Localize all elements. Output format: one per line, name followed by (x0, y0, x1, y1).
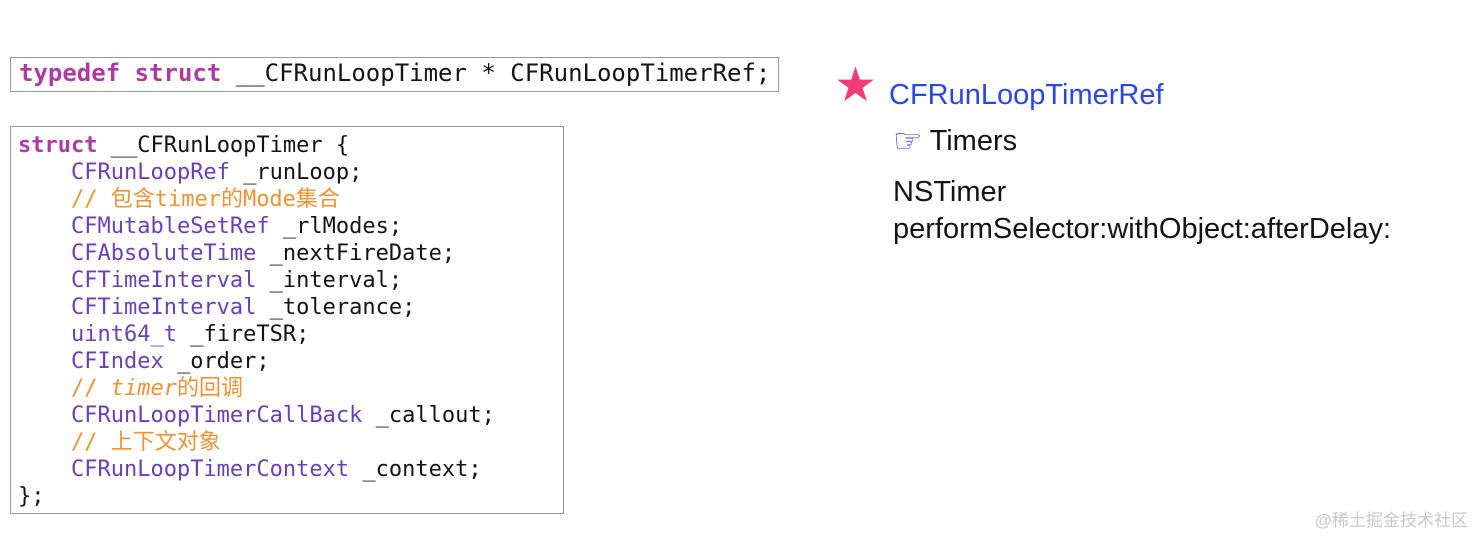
code-token-plain (18, 187, 71, 212)
code-line: CFTimeInterval _tolerance; (18, 294, 563, 321)
code-token-plain (18, 268, 71, 293)
code-token-plain: _nextFireDate; (256, 241, 456, 266)
code-line: uint64_t _fireTSR; (18, 321, 563, 348)
code-line: CFMutableSetRef _rlModes; (18, 213, 563, 240)
code-token-plain (18, 430, 71, 455)
code-token-plain: _rlModes; (269, 214, 403, 239)
code-line: CFIndex _order; (18, 348, 563, 375)
code-token-plain: __CFRunLoopTimer * CFRunLoopTimerRef; (221, 59, 771, 87)
annotation-note: NSTimer performSelector:withObject:after… (893, 174, 1391, 248)
code-token-keyword: struct (18, 133, 98, 158)
annotation-title: CFRunLoopTimerRef (889, 79, 1164, 111)
code-token-plain: _callout; (362, 403, 495, 428)
code-token-type: CFRunLoopRef (70, 160, 230, 185)
code-token-type: CFMutableSetRef (70, 214, 270, 239)
code-line: // 包含timer的Mode集合 (18, 186, 563, 213)
code-token-plain (18, 295, 71, 320)
typedef-code-box: typedef struct __CFRunLoopTimer * CFRunL… (10, 57, 779, 92)
code-token-type: CFTimeInterval (70, 268, 257, 293)
code-token-plain: __CFRunLoopTimer { (97, 133, 350, 158)
code-token-plain (18, 349, 71, 374)
code-token-type: CFRunLoopTimerCallBack (70, 403, 363, 428)
code-token-comment-italic: timer (110, 376, 177, 401)
watermark: @稀土掘金技术社区 (1314, 511, 1468, 530)
code-line: }; (18, 483, 563, 510)
code-token-plain (18, 214, 71, 239)
code-token-plain: _interval; (256, 268, 403, 293)
code-token-plain (18, 403, 71, 428)
code-line: CFRunLoopTimerCallBack _callout; (18, 402, 563, 429)
code-token-type: CFTimeInterval (70, 295, 257, 320)
code-line: typedef struct __CFRunLoopTimer * CFRunL… (19, 58, 778, 89)
code-token-plain (18, 457, 71, 482)
code-token-type: CFAbsoluteTime (70, 241, 257, 266)
code-token-plain (18, 376, 71, 401)
pointing-hand-icon: ☞ (893, 122, 923, 159)
note-line-2: performSelector:withObject:afterDelay: (893, 213, 1392, 245)
code-line: CFRunLoopRef _runLoop; (18, 159, 563, 186)
code-token-plain: _runLoop; (229, 160, 363, 185)
annotation-subtitle: Timers (929, 125, 1018, 157)
code-line: CFTimeInterval _interval; (18, 267, 563, 294)
code-line: CFRunLoopTimerContext _context; (18, 456, 563, 483)
code-token-plain: }; (18, 484, 45, 509)
code-token-type: CFIndex (70, 349, 164, 374)
code-line: // 上下文对象 (18, 429, 563, 456)
code-token-comment: 的回调 (176, 376, 243, 401)
code-token-plain: _context; (349, 457, 482, 482)
code-token-plain (18, 322, 71, 347)
code-token-plain: _tolerance; (256, 295, 416, 320)
code-token-type: uint64_t (70, 322, 177, 347)
code-token-plain: _fireTSR; (176, 322, 310, 347)
code-token-plain (18, 160, 71, 185)
annotation-subtitle-row: ☞Timers (893, 124, 1017, 158)
struct-code-box: struct __CFRunLoopTimer { CFRunLoopRef _… (10, 126, 564, 514)
code-line: struct __CFRunLoopTimer { (18, 132, 563, 159)
code-token-comment: // 包含timer的Mode集合 (70, 187, 340, 212)
code-line: // timer的回调 (18, 375, 563, 402)
star-icon: ★ (834, 59, 878, 112)
code-token-keyword: typedef struct (19, 59, 222, 87)
code-token-plain: _order; (163, 349, 270, 374)
code-token-comment: // (70, 376, 111, 401)
code-line: CFAbsoluteTime _nextFireDate; (18, 240, 563, 267)
code-token-comment: // 上下文对象 (70, 430, 221, 455)
code-token-type: CFRunLoopTimerContext (70, 457, 350, 482)
code-token-plain (18, 241, 71, 266)
note-line-1: NSTimer (893, 176, 1007, 208)
